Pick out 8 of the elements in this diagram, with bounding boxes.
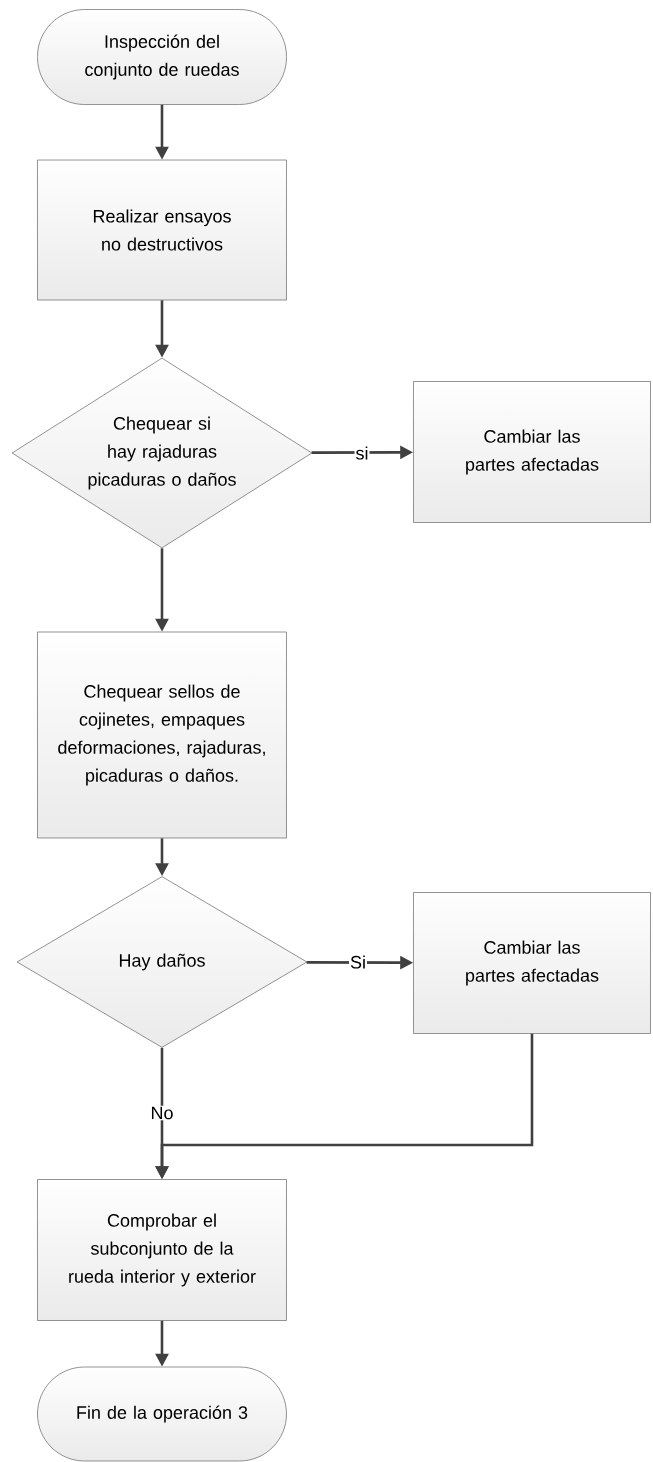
process-box: Cambiar las partes afectadas (413, 892, 651, 1034)
edge-label: No (149, 1105, 175, 1121)
process-box: Comprobar el subconjunto de la rueda interior y exterior (37, 1179, 287, 1321)
edge-label: Si (349, 954, 367, 970)
process-box: Cambiar las partes afectadas (413, 381, 651, 523)
process-box: Chequear sellos de cojinetes, empaques deformaciones, rajaduras, picaduras o daños. (37, 631, 287, 839)
edge-label: si (354, 445, 370, 461)
process-box: Realizar ensayos no destructivos (37, 159, 287, 301)
